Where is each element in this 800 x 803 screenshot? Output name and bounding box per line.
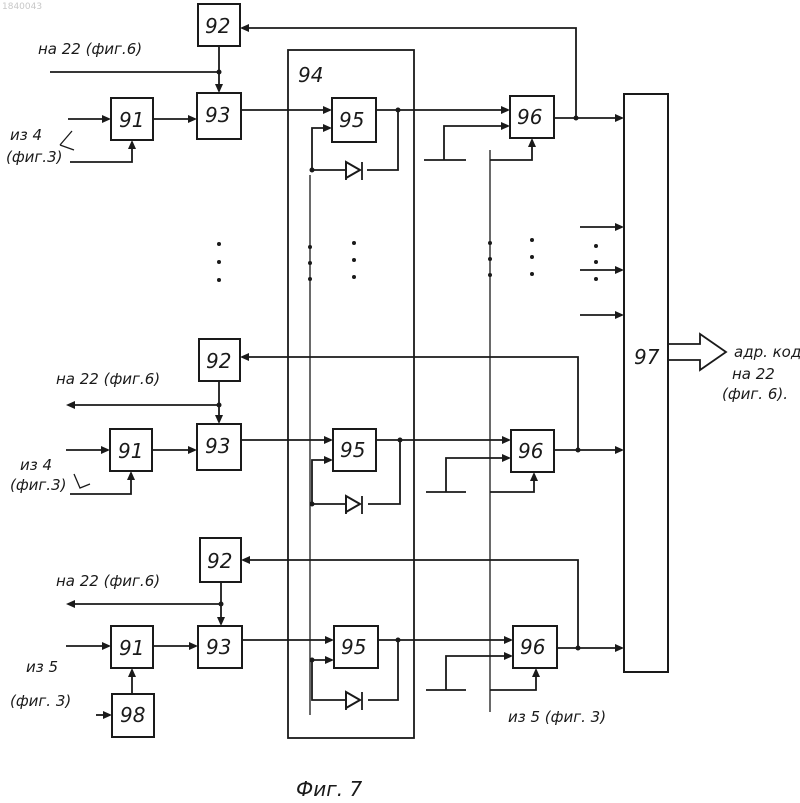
document-id: 1840043 xyxy=(2,2,42,12)
channel-1: 92 91 93 95 96 на 22 (фиг.6) из 4 (фиг.3… xyxy=(6,4,624,180)
block-92-label: 92 xyxy=(206,349,231,373)
block-96-label: 96 xyxy=(517,105,542,129)
block-96-label: 96 xyxy=(520,635,545,659)
ellipsis-dots xyxy=(217,238,598,282)
label-from-4-fig: (фиг.3) xyxy=(10,476,66,494)
block-93-label: 93 xyxy=(205,103,230,127)
block-97-label: 97 xyxy=(634,345,660,369)
block-98-label: 98 xyxy=(120,703,145,727)
block-95-label: 95 xyxy=(340,438,365,462)
output-label-code: адр. код xyxy=(734,343,800,361)
block-94-label: 94 xyxy=(298,63,323,87)
output-arrow xyxy=(668,334,726,370)
label-from-5-fig: (фиг. 3) xyxy=(10,692,71,710)
label-from-4: из 4 xyxy=(10,126,42,144)
diode-symbol xyxy=(346,496,360,512)
block-95-label: 95 xyxy=(339,108,364,132)
channel-3: 92 91 93 95 96 98 на 22 (фиг.6) из 5 (фи… xyxy=(10,538,624,737)
block-96-label: 96 xyxy=(518,439,543,463)
diode-symbol xyxy=(346,692,360,708)
label-from-4: из 4 xyxy=(20,456,52,474)
block-92-label: 92 xyxy=(207,549,232,573)
label-from-5: из 5 xyxy=(26,658,58,676)
arrowhead xyxy=(615,223,624,231)
label-to-22: на 22 (фиг.6) xyxy=(38,40,142,58)
block-97 xyxy=(624,94,668,672)
block-93-label: 93 xyxy=(206,635,231,659)
label-to-22: на 22 (фиг.6) xyxy=(56,572,160,590)
diode-symbol xyxy=(346,162,360,178)
block-91-label: 91 xyxy=(119,636,144,660)
block-93-label: 93 xyxy=(205,434,230,458)
arrowhead xyxy=(615,311,624,319)
block-92-label: 92 xyxy=(205,14,230,38)
block-91-label: 91 xyxy=(119,108,144,132)
output-label-fig: (фиг. 6). xyxy=(722,385,788,403)
label-from-4-fig: (фиг.3) xyxy=(6,148,62,166)
block-95-label: 95 xyxy=(341,635,366,659)
output-label-dest: на 22 xyxy=(732,365,775,383)
channel-2: 92 91 93 95 96 на 22 (фиг.6) из 4 (фиг.3… xyxy=(10,339,624,514)
block-91-label: 91 xyxy=(118,439,143,463)
figure-caption: Фиг. 7 xyxy=(296,777,362,801)
arrowhead xyxy=(615,266,624,274)
label-from-5-bottom: из 5 (фиг. 3) xyxy=(508,708,606,726)
label-to-22: на 22 (фиг.6) xyxy=(56,370,160,388)
